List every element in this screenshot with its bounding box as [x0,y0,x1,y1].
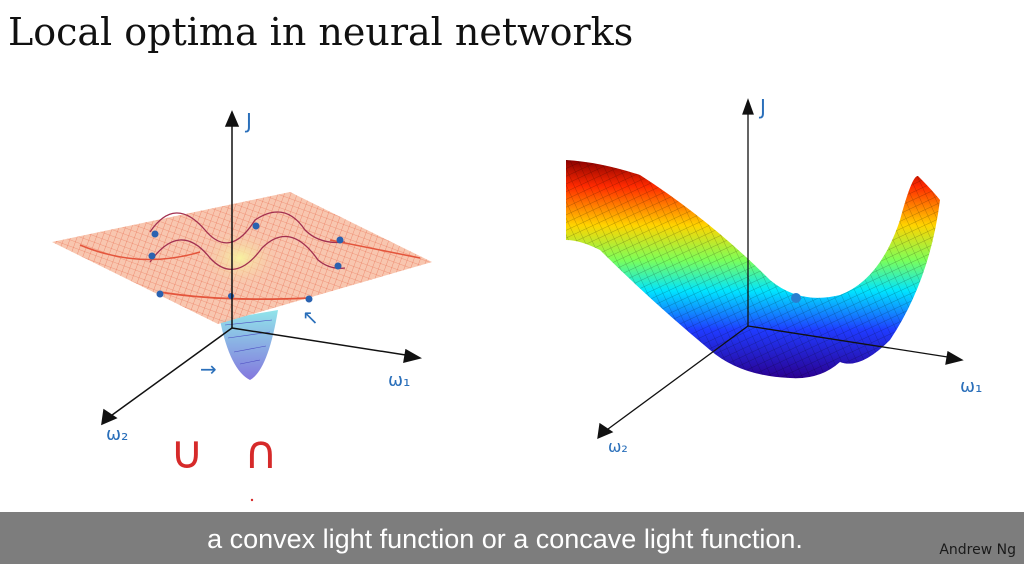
global-minimum-well [220,310,278,380]
concave-symbol: ∩ [244,425,278,479]
arrow-annotation-upleft: ↖ [302,305,319,329]
axes [101,110,422,426]
cost-surface-plane [52,192,432,324]
author-credit: Andrew Ng [939,542,1016,558]
local-optima-surface-figure: J ω₁ ω₂ → ↖ ∪ ∩ [52,109,432,502]
axis-label-J: J [758,95,766,119]
ink-dot [250,498,254,502]
slide-title: Local optima in neural networks [8,10,634,54]
convex-symbol: ∪ [170,425,204,479]
saddle-point-surface-figure: J ω₁ ω₂ [566,95,982,456]
axis-label-J: J [244,109,252,133]
saddle-point-marker [791,293,801,303]
axis-label-w2: ω₂ [106,424,128,445]
axis-label-w2: ω₂ [608,437,628,456]
arrow-annotation-right: → [200,357,217,381]
axis-label-w1: ω₁ [960,376,982,397]
axis-label-w1: ω₁ [388,370,410,391]
subtitle-bar [0,512,1024,564]
subtitle-caption: a convex light function or a concave lig… [207,524,803,554]
saddle-surface [566,160,940,379]
axes [597,98,964,440]
